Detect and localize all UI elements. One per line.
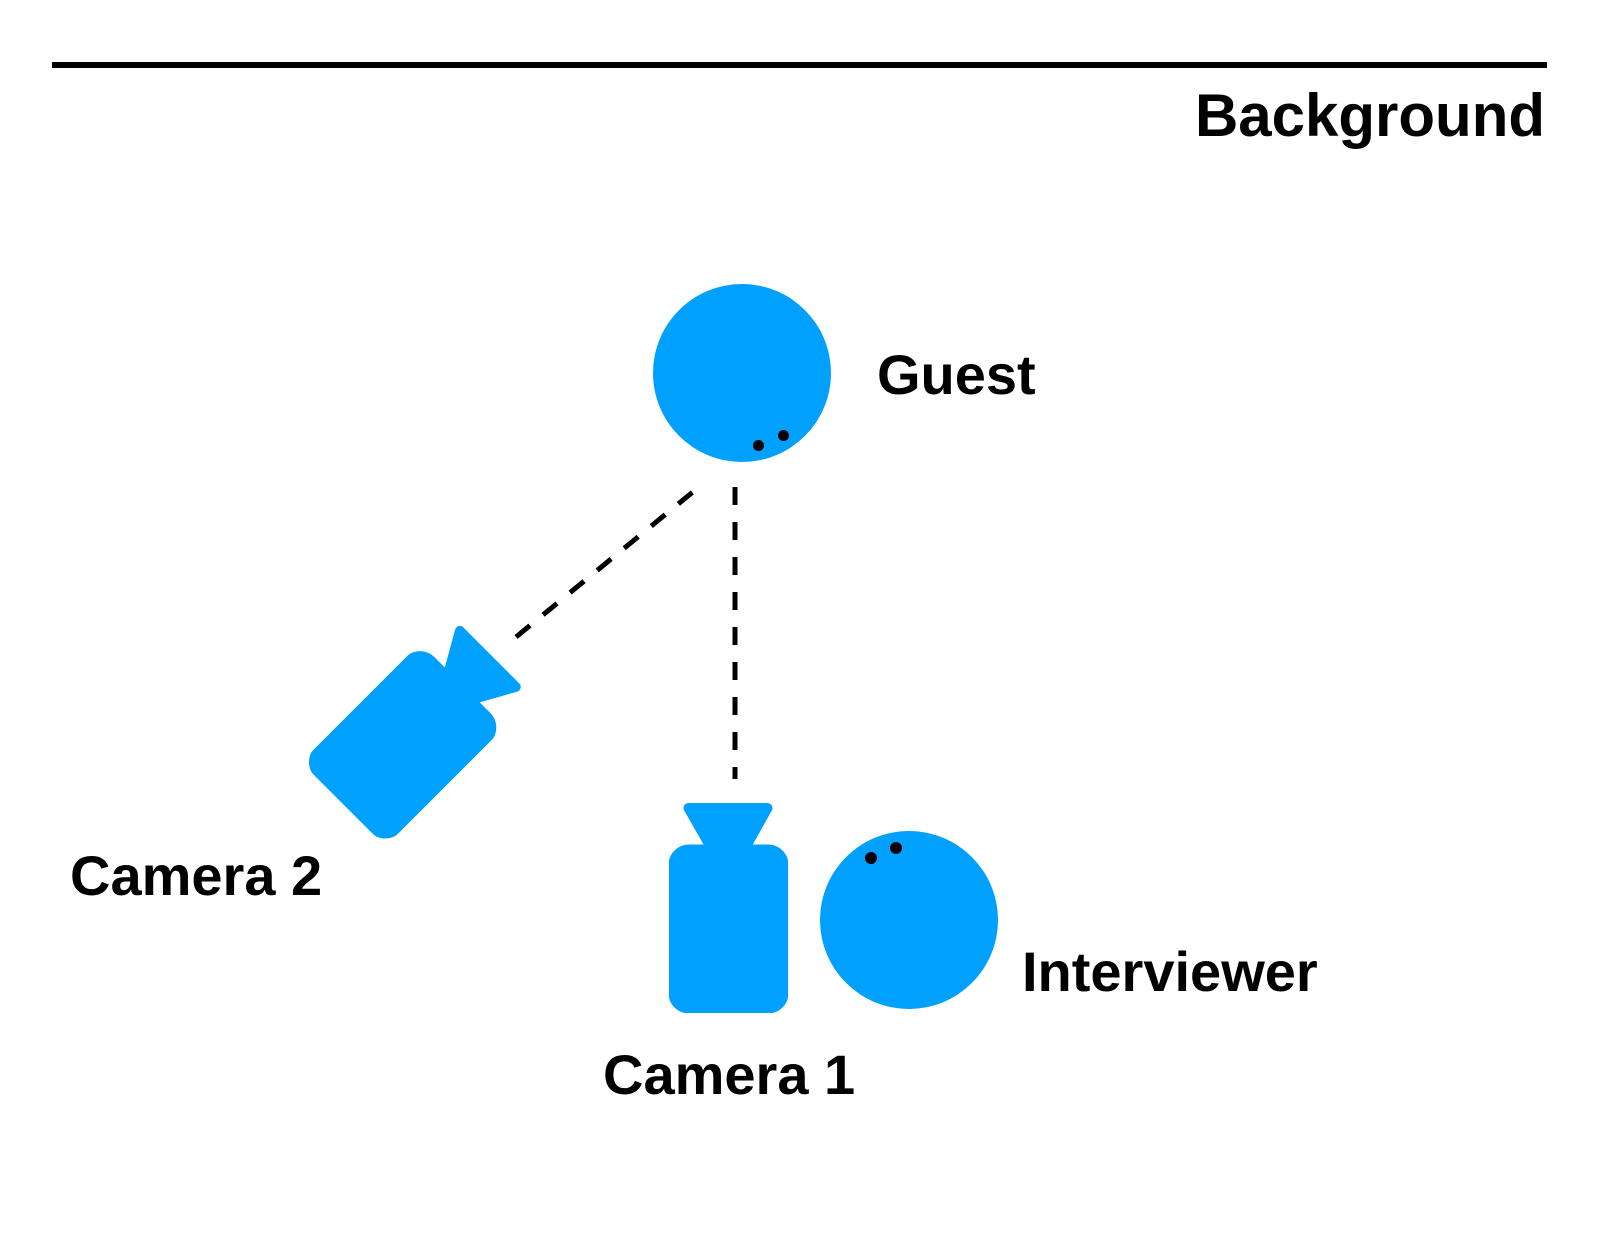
interviewer-eye-icon [890,842,902,854]
sightline-camera2-to-guest-icon [514,489,696,639]
camera2-label: Camera 2 [70,844,323,907]
camera2-video-camera-icon [308,626,521,839]
guest-eye-icon [753,440,764,451]
guest-person-head-icon [653,284,831,462]
interviewer-label: Interviewer [1022,940,1318,1003]
guest-label: Guest [877,343,1036,406]
camera2-body-icon [308,651,497,839]
camera1-lens-icon [683,803,773,848]
camera1-label: Camera 1 [603,1043,856,1106]
camera1-video-camera-icon [669,803,788,1013]
camera2-lens-icon [444,626,521,703]
interviewer-eye-icon [865,852,877,864]
interviewer-person-head-icon [820,831,998,1009]
guest-eye-icon [778,430,789,441]
camera1-body-icon [669,844,788,1013]
background-label: Background [1194,82,1545,149]
background-wall-line [52,62,1547,68]
